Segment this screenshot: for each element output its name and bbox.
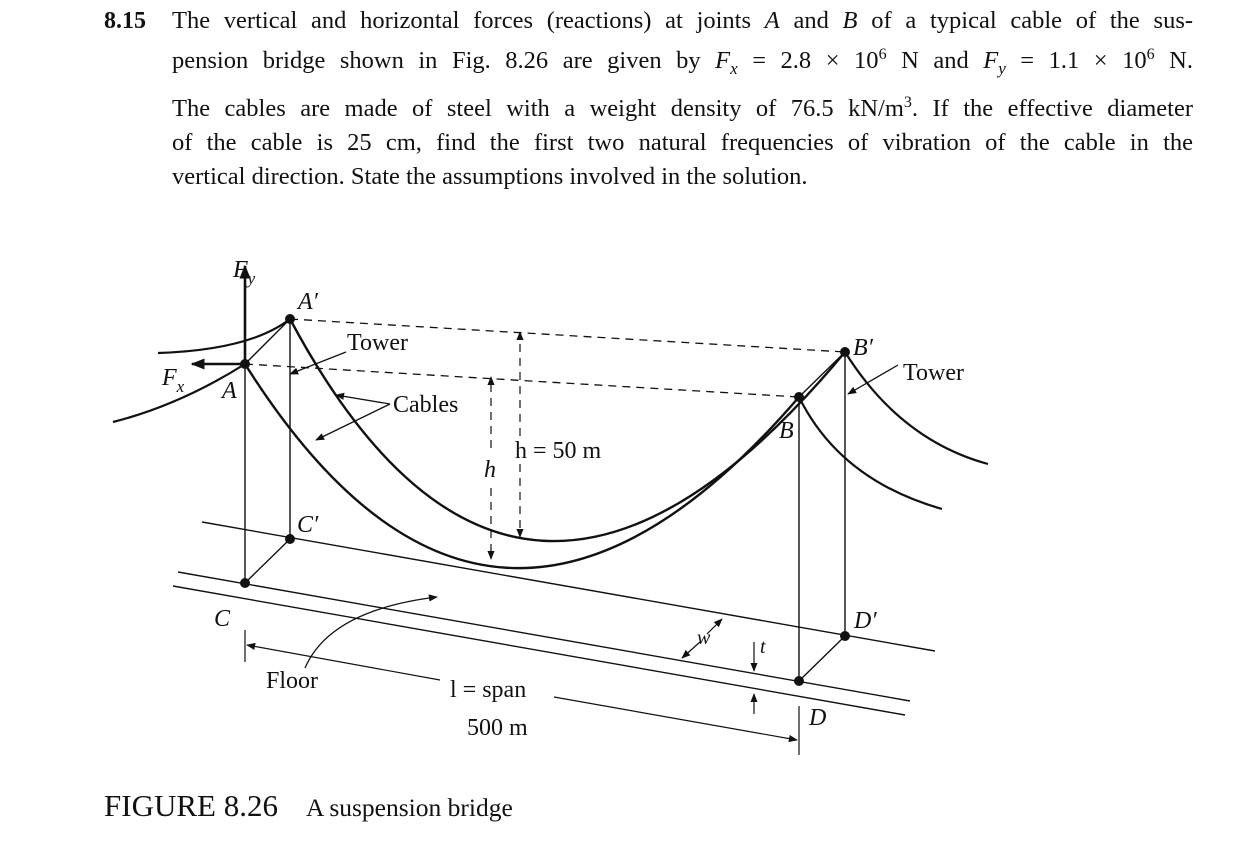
joint-b (794, 392, 804, 402)
exponent: 6 (1146, 46, 1155, 63)
base-connector-left (244, 538, 291, 584)
label-h: h (484, 457, 496, 483)
joint-d (794, 676, 804, 686)
problem-text: The vertical and horizontal forces (reac… (172, 4, 1193, 194)
force-symbol: F (983, 47, 999, 75)
label-tower-left: Tower (347, 330, 408, 356)
joint-a-ref: A (764, 7, 780, 34)
backstay-left-back (157, 318, 291, 355)
text-fragment: The cables are made of steel with a weig… (172, 95, 904, 123)
caption-text: A suspension bridge (305, 793, 513, 822)
label-cables: Cables (393, 392, 458, 418)
label-c: C (214, 606, 231, 632)
joint-c-prime (285, 534, 295, 544)
label-w: w (697, 627, 711, 649)
figure-caption: FIGURE 8.26 A suspension bridge (104, 784, 513, 830)
chord-back-dashed (289, 318, 846, 353)
problem-line-5: vertical direction. State the assumption… (172, 163, 808, 191)
joint-c (240, 578, 250, 588)
exponent: 3 (903, 94, 912, 112)
label-h-value: h = 50 m (515, 438, 602, 464)
caption-number: FIGURE 8.26 (104, 788, 278, 823)
text-fragment: of a typical cable of the sus- (857, 7, 1194, 34)
label-span: l = span (450, 677, 526, 703)
tower-left-leader (289, 351, 347, 375)
problem-line-4: of the cable is 25 cm, find the first tw… (172, 129, 1193, 157)
force-symbol: F (715, 47, 731, 75)
width-dim-upper (706, 618, 723, 635)
subscript-y: y (998, 59, 1006, 79)
backstay-right-back (844, 351, 989, 466)
label-floor: Floor (266, 668, 318, 694)
width-dim-lower (681, 641, 701, 659)
text-fragment: N and (886, 47, 984, 75)
span-dim-right (553, 696, 798, 743)
backstay-right-front (798, 396, 943, 511)
label-d: D (808, 705, 826, 731)
label-fy: Fy (232, 257, 256, 288)
problem-line-1: The vertical and horizontal forces (reac… (172, 4, 1193, 38)
cable-front (243, 363, 800, 570)
problem-line-3: The cables are made of steel with a weig… (172, 86, 1193, 126)
joint-b-ref: B (842, 7, 858, 34)
label-b: B (779, 418, 794, 444)
chord-front-dashed (244, 363, 800, 398)
label-fx: Fx (161, 365, 185, 396)
deck-back-edge (201, 521, 936, 652)
text-fragment: The vertical and horizontal forces (reac… (172, 7, 765, 34)
text-fragment: N. (1154, 47, 1193, 75)
joint-a-prime (285, 314, 295, 324)
cables-leader-front (315, 403, 391, 441)
problem-number: 8.15 (104, 8, 146, 34)
floor-leader (304, 594, 438, 669)
text-fragment: pension bridge shown in Fig. 8.26 are gi… (172, 47, 716, 75)
backstay-left-front (112, 363, 246, 424)
label-tower-right: Tower (903, 360, 964, 386)
span-dim-left (246, 642, 441, 681)
deck-front-edge-bottom (172, 585, 906, 716)
label-c-prime: C′ (297, 512, 319, 538)
text-fragment: = 2.8 × 10 (737, 47, 879, 75)
label-span-value: 500 m (467, 715, 528, 741)
label-a: A (220, 378, 237, 404)
text-fragment: = 1.1 × 10 (1005, 47, 1147, 75)
subscript-x: x (730, 59, 738, 79)
tower-top-connector-left (244, 318, 291, 365)
base-connector-right (798, 635, 846, 682)
label-b-prime: B′ (853, 335, 874, 361)
label-d-prime: D′ (853, 608, 877, 634)
text-fragment: . If the effective diameter (911, 95, 1193, 123)
joint-a (240, 359, 250, 369)
joint-d-prime (840, 631, 850, 641)
exponent: 6 (878, 46, 887, 63)
label-a-prime: A′ (296, 289, 319, 315)
joint-b-prime (840, 347, 850, 357)
problem-line-2: pension bridge shown in Fig. 8.26 are gi… (172, 38, 1193, 86)
cables-leader-back (335, 392, 391, 405)
tower-right-leader (847, 364, 899, 395)
label-t: t (760, 636, 766, 658)
text-fragment: and (779, 7, 843, 34)
deck-front-edge-top (177, 571, 911, 702)
